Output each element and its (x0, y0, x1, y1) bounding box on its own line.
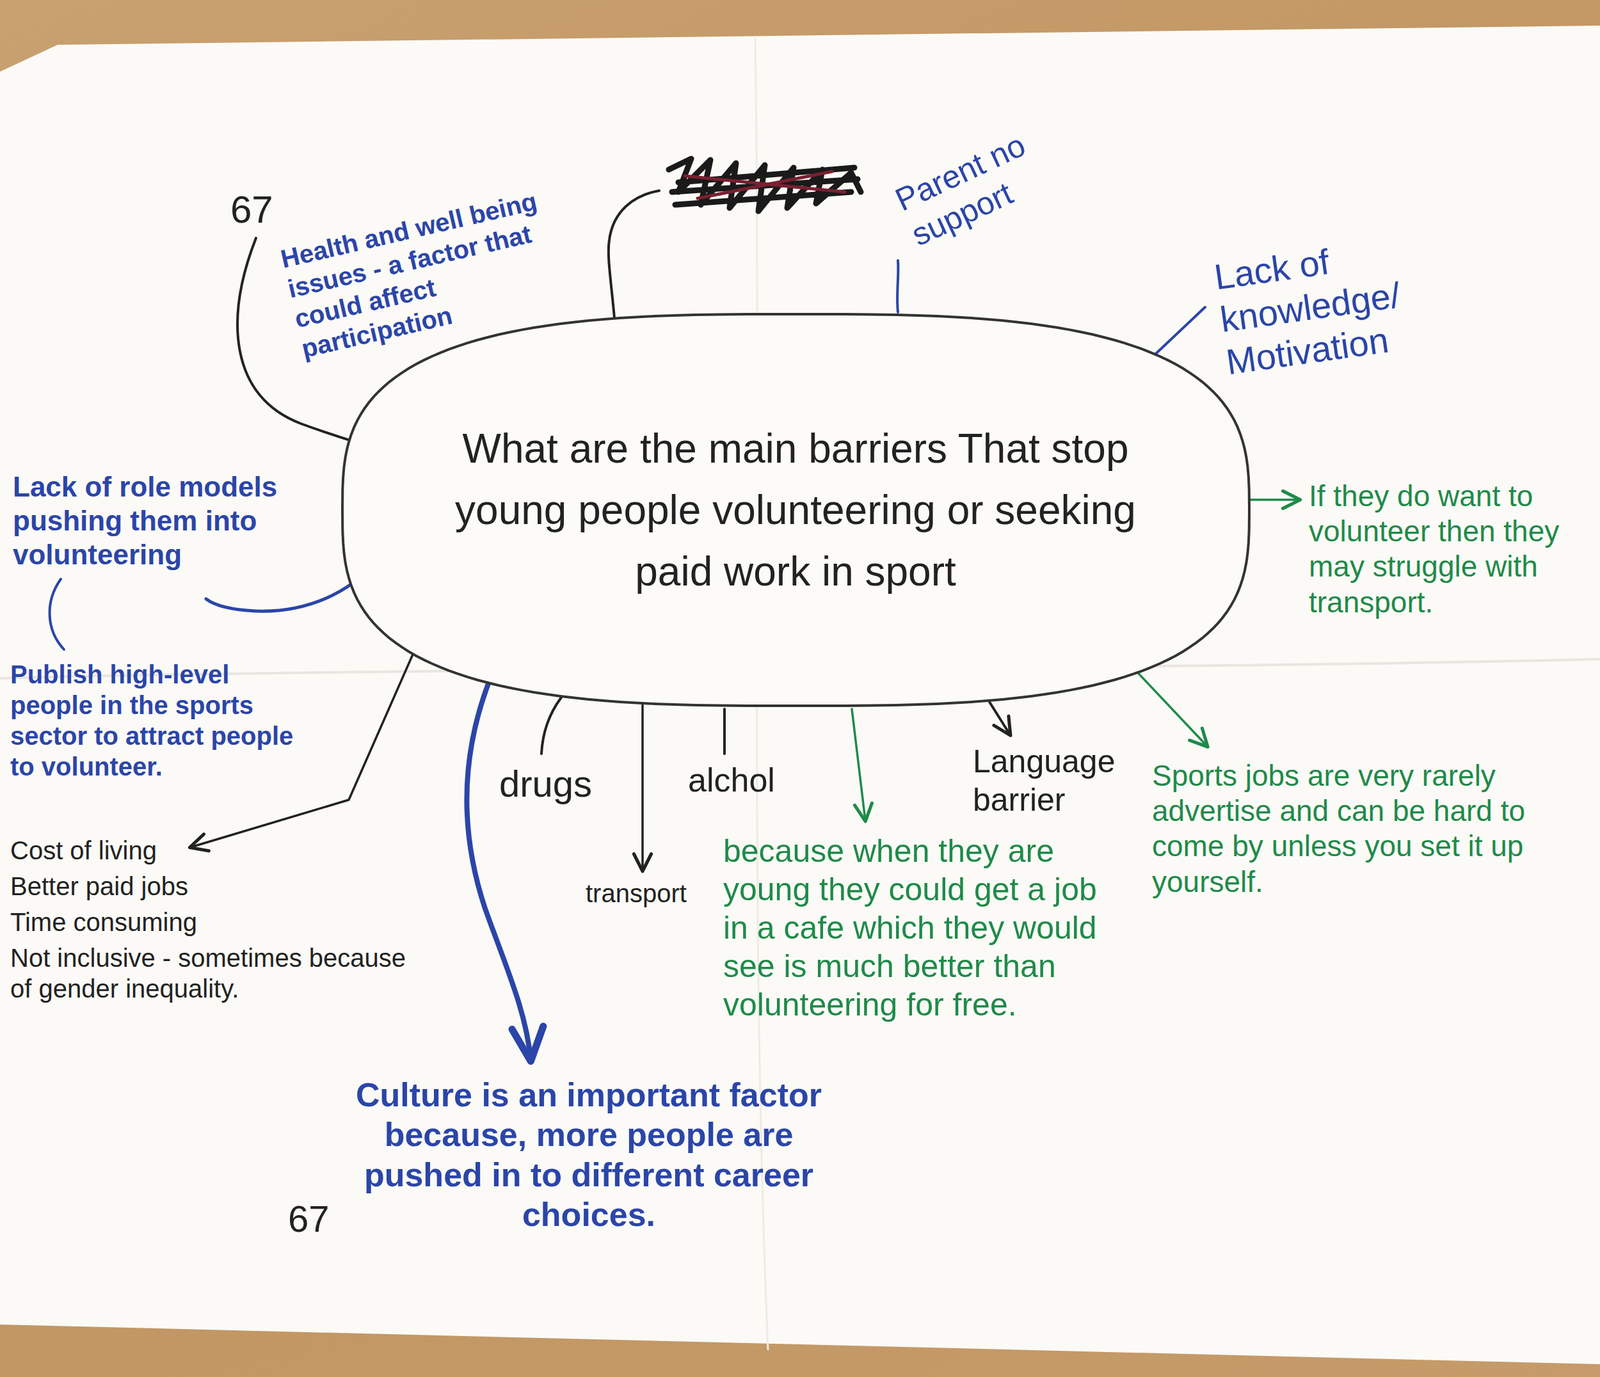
branch-line (1147, 307, 1206, 362)
arrow-line (641, 705, 644, 871)
branch-note: Lack of role models pushing them into vo… (12, 470, 333, 572)
branch-line (541, 697, 562, 754)
branch-word: drugs (499, 761, 592, 807)
branch-line (49, 579, 64, 650)
branch-note: Publish high-level people in the sports … (10, 659, 305, 783)
branch-note: If they do want to volunteer then they m… (1308, 478, 1578, 621)
question-text: What are the main barriers That stop you… (430, 417, 1161, 603)
arrow-line (851, 709, 866, 821)
list-item: Better paid jobs (10, 871, 189, 902)
branch-note: because when they are young they could g… (723, 832, 1114, 1024)
branch-note: Lack of knowledge/ Motivation (1211, 218, 1496, 384)
arrow-line (989, 702, 1010, 735)
scribble (684, 171, 845, 199)
arrow-line (1132, 666, 1208, 747)
branch-line (723, 709, 726, 754)
arrow-line (467, 680, 531, 1060)
oval-outline (342, 314, 1250, 706)
question-oval: What are the main barriers That stop you… (339, 311, 1252, 709)
branch-note: Sports jobs are very rarely advertise an… (1152, 758, 1562, 900)
callout-number: 67 (288, 1196, 330, 1242)
branch-line (897, 260, 898, 313)
branch-note: Parent no support (889, 97, 1108, 255)
branch-word: transport (585, 878, 687, 909)
branch-word: Language barrier (972, 742, 1140, 820)
branch-line (608, 190, 660, 319)
list-item: Cost of living (10, 835, 157, 866)
callout-number: 67 (230, 186, 274, 233)
list-item: Not inclusive - sometimes because of gen… (10, 942, 433, 1005)
list-item: Time consuming (10, 906, 198, 938)
branch-word: alchol (688, 760, 776, 800)
paper-sheet (0, 25, 1600, 1365)
scribble (668, 158, 861, 212)
branch-note: Culture is an important factor because, … (345, 1075, 832, 1236)
